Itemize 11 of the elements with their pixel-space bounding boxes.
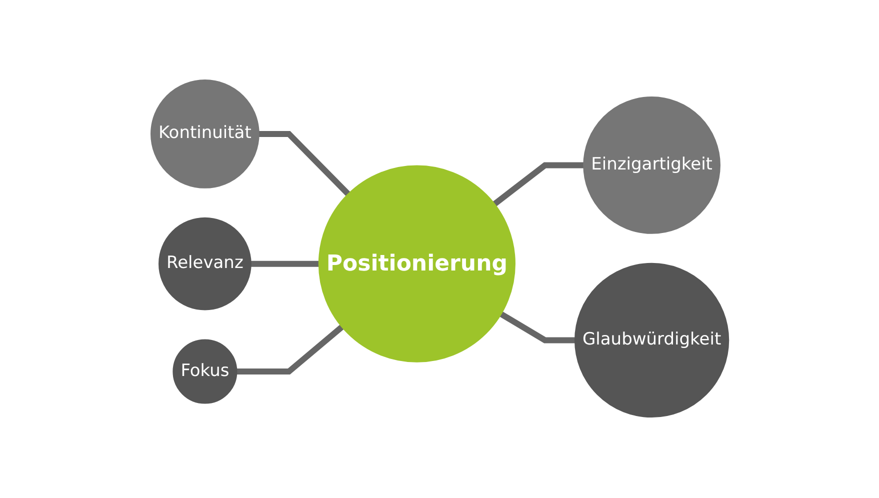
node-circle: Fokus [172,340,237,404]
connector [499,312,575,344]
connector [236,325,344,375]
connector [492,162,584,207]
connector [250,261,319,268]
node-circle: Kontinuität [150,80,260,189]
node-circle: Glaubwürdigkeit [574,263,729,418]
connector [258,131,350,197]
node-circle: Positionierung [318,166,516,363]
node-circle: Einzigartigkeit [582,97,720,234]
node-circle: Relevanz [158,218,252,311]
